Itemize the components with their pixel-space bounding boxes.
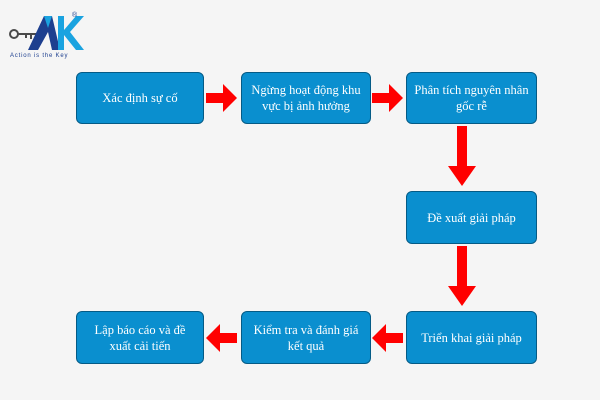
arrow-n5-n6 xyxy=(372,324,403,352)
arrow-n1-n2 xyxy=(206,84,237,112)
node-ngung-hoat-dong: Ngừng hoạt động khu vực bị ảnh hưởng xyxy=(241,72,371,124)
arrow-n3-n4 xyxy=(448,126,476,186)
logo-tagline: Action is the Key xyxy=(10,53,69,59)
node-phan-tich-nguyen-nhan: Phân tích nguyên nhân gốc rễ xyxy=(406,72,537,124)
arrow-n2-n3 xyxy=(372,84,403,112)
node-de-xuat-giai-phap: Đề xuất giải pháp xyxy=(406,191,537,244)
arrow-n6-n7 xyxy=(206,324,237,352)
ak-logo-mark xyxy=(9,16,84,50)
node-kiem-tra-danh-gia: Kiểm tra và đánh giá kết quả xyxy=(241,311,371,364)
brand-logo: ® Action is the Key xyxy=(6,12,116,62)
arrow-n4-n5 xyxy=(448,246,476,306)
key-icon xyxy=(9,29,36,39)
registered-mark: ® xyxy=(72,12,78,19)
node-trien-khai-giai-phap: Triển khai giải pháp xyxy=(406,311,537,364)
node-lap-bao-cao: Lập báo cáo và đề xuất cải tiến xyxy=(76,311,204,364)
node-xac-dinh-su-co: Xác định sự cố xyxy=(76,72,204,124)
